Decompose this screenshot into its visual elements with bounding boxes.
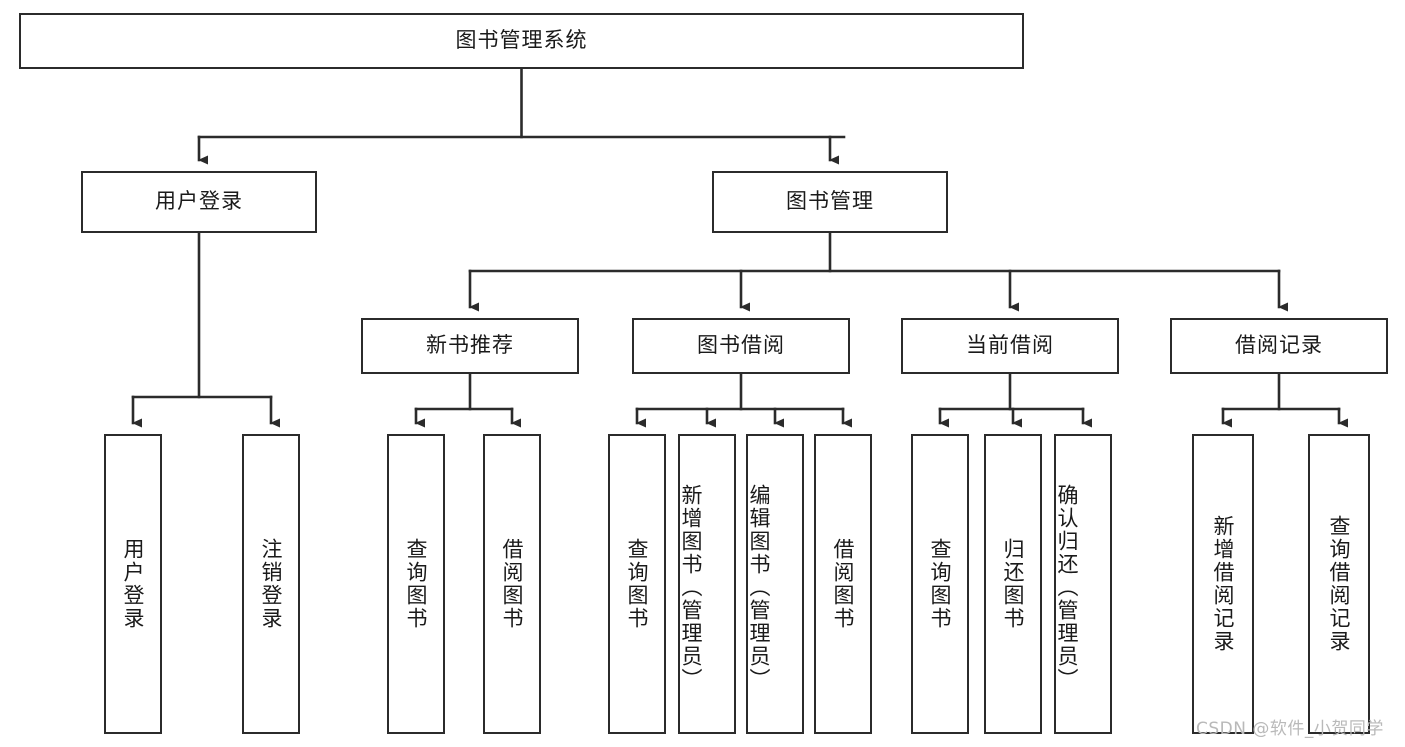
node-leaf-borrow-book-rec[interactable]: 借阅图书	[483, 434, 541, 734]
node-leaf-query-book-cb-label: 查询图书	[928, 538, 953, 630]
node-leaf-query-book-rec-label: 查询图书	[404, 538, 429, 630]
node-book-borrow[interactable]: 图书借阅	[632, 318, 850, 374]
node-root-label: 图书管理系统	[455, 28, 588, 53]
node-leaf-add-book[interactable]: 新增图书（管理员）	[678, 434, 736, 734]
node-leaf-add-record[interactable]: 新增借阅记录	[1192, 434, 1254, 734]
node-leaf-query-record[interactable]: 查询借阅记录	[1308, 434, 1370, 734]
node-new-book-recommend[interactable]: 新书推荐	[361, 318, 579, 374]
node-root[interactable]: 图书管理系统	[19, 13, 1024, 69]
node-borrow-record[interactable]: 借阅记录	[1170, 318, 1388, 374]
node-book-manage-label: 图书管理	[786, 189, 874, 214]
node-leaf-confirm-return[interactable]: 确认归还（管理员）	[1054, 434, 1112, 734]
node-book-borrow-label: 图书借阅	[697, 333, 785, 358]
node-new-book-recommend-label: 新书推荐	[426, 333, 514, 358]
node-leaf-add-record-label: 新增借阅记录	[1211, 515, 1236, 653]
node-current-borrow-label: 当前借阅	[966, 333, 1054, 358]
node-leaf-query-book-rec[interactable]: 查询图书	[387, 434, 445, 734]
node-leaf-confirm-return-label: 确认归还（管理员）	[1055, 483, 1080, 691]
node-leaf-return-book[interactable]: 归还图书	[984, 434, 1042, 734]
node-leaf-edit-book-label: 编辑图书（管理员）	[747, 483, 772, 691]
node-leaf-user-login[interactable]: 用户登录	[104, 434, 162, 734]
node-leaf-query-record-label: 查询借阅记录	[1327, 515, 1352, 653]
node-leaf-query-book-br-label: 查询图书	[625, 538, 650, 630]
node-user-login[interactable]: 用户登录	[81, 171, 317, 233]
node-leaf-user-login-label: 用户登录	[121, 538, 146, 630]
node-leaf-edit-book[interactable]: 编辑图书（管理员）	[746, 434, 804, 734]
node-leaf-query-book-cb[interactable]: 查询图书	[911, 434, 969, 734]
node-leaf-user-logout-label: 注销登录	[259, 538, 284, 630]
node-current-borrow[interactable]: 当前借阅	[901, 318, 1119, 374]
node-user-login-label: 用户登录	[155, 189, 243, 214]
node-leaf-borrow-book-rec-label: 借阅图书	[500, 538, 525, 630]
node-leaf-user-logout[interactable]: 注销登录	[242, 434, 300, 734]
node-leaf-borrow-book-br[interactable]: 借阅图书	[814, 434, 872, 734]
node-leaf-add-book-label: 新增图书（管理员）	[679, 483, 704, 691]
node-borrow-record-label: 借阅记录	[1235, 333, 1323, 358]
csdn-watermark: CSDN @软件_小贺同学	[1196, 719, 1384, 739]
node-book-manage[interactable]: 图书管理	[712, 171, 948, 233]
node-leaf-query-book-br[interactable]: 查询图书	[608, 434, 666, 734]
node-leaf-return-book-label: 归还图书	[1001, 538, 1026, 630]
node-leaf-borrow-book-br-label: 借阅图书	[831, 538, 856, 630]
